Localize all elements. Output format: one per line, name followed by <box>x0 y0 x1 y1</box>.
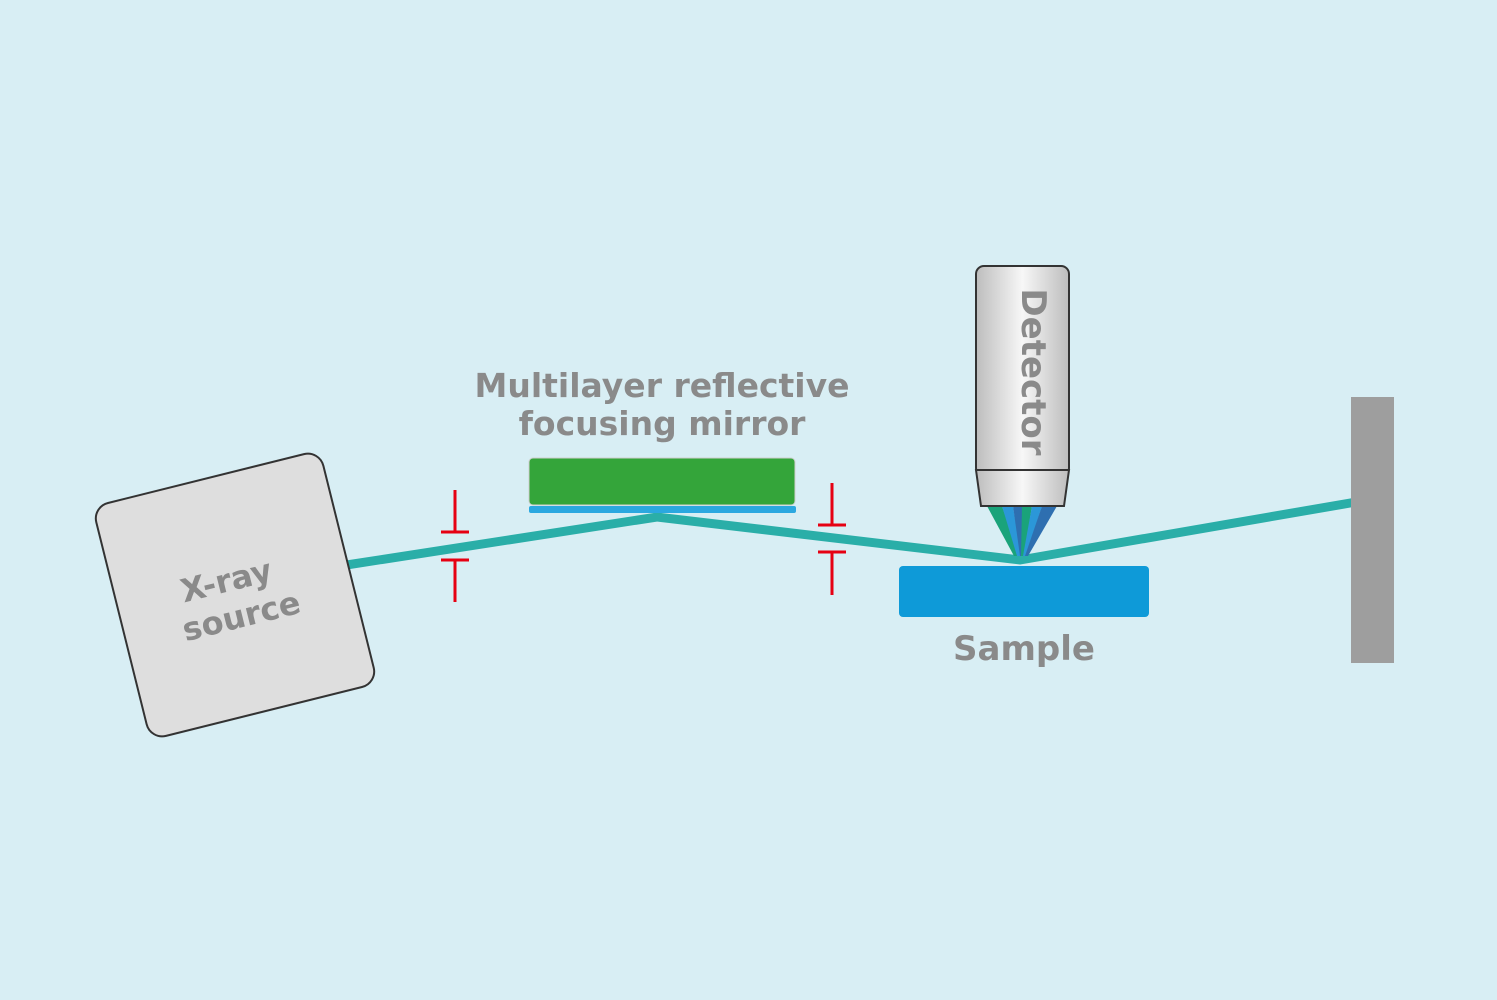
slit-1 <box>441 490 469 602</box>
detector-label: Detector <box>1013 288 1053 455</box>
slit-2 <box>818 483 846 595</box>
mirror-label-line2: focusing mirror <box>519 404 807 443</box>
screen <box>1351 397 1394 663</box>
xray-source: X-ray source <box>94 452 376 738</box>
fluorescence-cone <box>987 506 1057 556</box>
detector: Detector <box>974 265 1071 507</box>
sample-label: Sample <box>953 629 1095 669</box>
multilayer-mirror <box>528 457 796 513</box>
sample <box>899 566 1149 617</box>
mirror-label-line1: Multilayer reflective <box>475 366 850 405</box>
xray-beam <box>339 497 1357 571</box>
